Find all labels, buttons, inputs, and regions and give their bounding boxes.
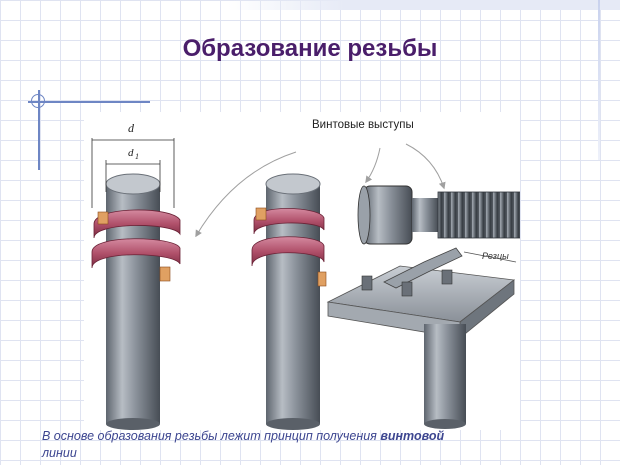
slide-title: Образование резьбы xyxy=(182,35,438,62)
caption-text: В основе образования резьбы лежит принци… xyxy=(42,428,542,462)
dimension-d-label: d xyxy=(128,121,135,135)
dimension-d1-label: d xyxy=(128,147,134,159)
helix-ring-middle xyxy=(251,207,327,287)
cutter-holder xyxy=(326,247,516,429)
lathe-chuck xyxy=(357,185,413,245)
cutters-label: Резцы xyxy=(482,251,509,261)
caption-emphasis: винтовой xyxy=(380,429,445,443)
pointer-arrow-left xyxy=(195,151,297,238)
dimension-d1-subscript: 1 xyxy=(135,152,139,161)
registration-mark-icon xyxy=(31,94,45,108)
threaded-workpiece xyxy=(412,191,520,239)
pointer-arrow-right xyxy=(405,143,446,190)
pointer-arrow-middle xyxy=(365,147,381,184)
caption-part-1: В основе образования резьбы лежит принци… xyxy=(42,429,381,443)
side-decor-line xyxy=(598,0,600,160)
decor-horizontal-rule xyxy=(28,101,150,103)
helical-ridges-label: Винтовые выступы xyxy=(312,119,414,131)
caption-part-2: линии xyxy=(42,446,77,460)
cutter-leader-line xyxy=(463,251,517,263)
illustration-svg: d d 1 xyxy=(91,119,520,430)
dimension-lines xyxy=(91,138,175,208)
header-band xyxy=(228,0,620,10)
decor-vertical-rule xyxy=(38,90,40,170)
thread-formation-illustration: d d 1 xyxy=(84,112,520,430)
helix-ring-left xyxy=(91,209,181,282)
